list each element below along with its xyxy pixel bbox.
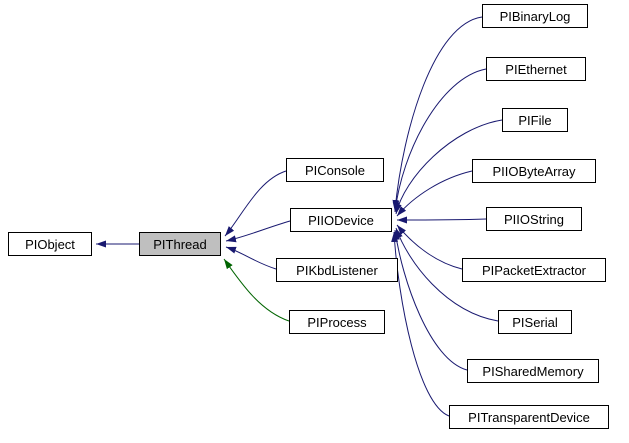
edge-pifile-to-piiodevice bbox=[394, 119, 503, 215]
edge-piethernet-to-piiodevice bbox=[392, 68, 487, 213]
edge-pibinarylog-to-piiodevice bbox=[392, 16, 483, 211]
node-piprocess[interactable]: PIProcess bbox=[289, 310, 385, 334]
edge-piprocess-to-pithread bbox=[223, 258, 290, 322]
node-pipacketextractor[interactable]: PIPacketExtractor bbox=[462, 258, 606, 282]
edge-piiodevice-to-pithread bbox=[225, 220, 291, 243]
node-piiodevice[interactable]: PIIODevice bbox=[290, 208, 392, 232]
node-piconsole[interactable]: PIConsole bbox=[286, 158, 384, 182]
edge-pipacketextractor-to-piiodevice bbox=[396, 224, 463, 270]
node-pisharedmemory[interactable]: PISharedMemory bbox=[467, 359, 599, 383]
edge-pikbdlistener-to-pithread bbox=[225, 246, 277, 270]
node-pikbdlistener[interactable]: PIKbdListener bbox=[276, 258, 398, 282]
edge-piiostring-to-piiodevice bbox=[396, 216, 487, 224]
edge-piiobytearray-to-piiodevice bbox=[396, 170, 473, 217]
edge-piconsole-to-pithread bbox=[224, 170, 287, 237]
node-piethernet[interactable]: PIEthernet bbox=[486, 57, 586, 81]
node-piiobytearray[interactable]: PIIOByteArray bbox=[472, 159, 596, 183]
node-pifile[interactable]: PIFile bbox=[502, 108, 568, 132]
node-piiostring[interactable]: PIIOString bbox=[486, 207, 582, 231]
edge-piserial-to-piiodevice bbox=[395, 227, 499, 322]
edge-pitransparentdevice-to-piiodevice bbox=[391, 231, 450, 417]
node-pithread: PIThread bbox=[139, 232, 221, 256]
node-piobject[interactable]: PIObject bbox=[8, 232, 92, 256]
node-pitransparentdevice[interactable]: PITransparentDevice bbox=[449, 405, 609, 429]
edge-pisharedmemory-to-piiodevice bbox=[392, 229, 468, 371]
node-pibinarylog[interactable]: PIBinaryLog bbox=[482, 4, 588, 28]
node-piserial[interactable]: PISerial bbox=[498, 310, 572, 334]
